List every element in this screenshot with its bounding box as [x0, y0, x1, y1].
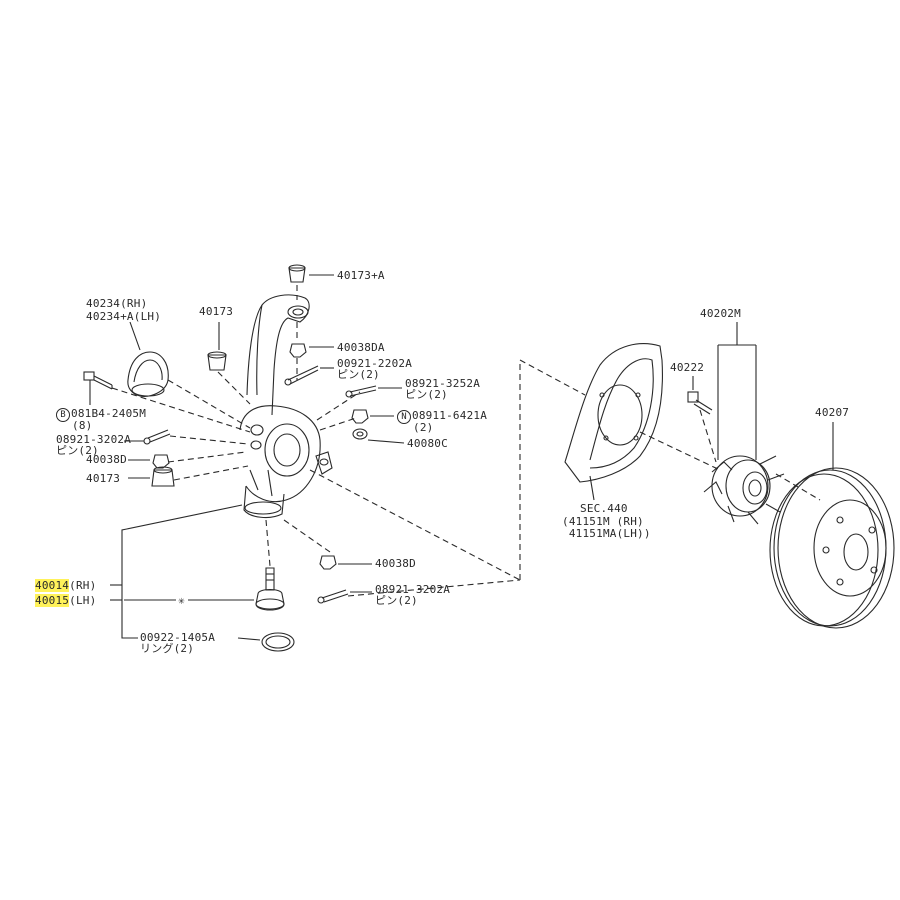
label-41151m-text: 41151M (RH) [568, 515, 644, 528]
part-number-40014: 40014 [35, 579, 70, 592]
label-41151ma-text: 41151MA(LH) [568, 527, 644, 540]
label-41151m: (41151M (RH) [562, 515, 644, 528]
snap-ring [237, 632, 295, 652]
label-40038da: 40038DA [337, 341, 385, 354]
hub-assembly [703, 322, 785, 525]
label-40015-side: (LH) [69, 594, 97, 607]
label-08911-6421a-text: 08911-6421A [412, 409, 488, 422]
nut-lower [319, 555, 372, 570]
label-00922-1405a-qty: リング(2) [140, 642, 195, 655]
label-40038d-left: 40038D [86, 453, 127, 466]
label-08921-3252a: 08921-3252A [405, 377, 481, 390]
dust-cap-top [288, 264, 334, 283]
label-08921-3202a-lower-qty: ピン(2) [375, 594, 418, 607]
label-08911-6421a-qty: (2) [413, 421, 434, 434]
nut-left [128, 454, 170, 469]
n-marker: N [397, 410, 411, 424]
cotter-pin-lower [317, 589, 372, 604]
label-41151ma: 41151MA(LH)) [568, 527, 651, 540]
label-40234-lh: 40234+A(LH) [86, 310, 162, 323]
label-40015: 40015(LH) [35, 594, 97, 607]
label-08921-3202a-qty: ピン(2) [56, 444, 99, 457]
nut-top [289, 343, 334, 358]
bolt [83, 371, 113, 405]
label-40173-lower: 40173 [86, 472, 121, 485]
bushing-upper [207, 322, 227, 371]
bushing-lower [128, 466, 175, 487]
brake-rotor [769, 422, 895, 629]
knuckle-leaders [110, 504, 243, 639]
svg-text:✳: ✳ [178, 594, 185, 607]
label-40234-rh: 40234(RH) [86, 297, 148, 310]
label-00921-2202a: 00921-2202A [337, 357, 413, 370]
label-40014-side: (RH) [69, 579, 97, 592]
label-00922-1405a: 00922-1405A [140, 631, 216, 644]
label-40038d-lower: 40038D [375, 557, 416, 570]
label-40202m: 40202M [700, 307, 741, 320]
nut-n [351, 409, 394, 424]
label-08921-3202a: 08921-3202A [56, 433, 132, 446]
label-40207: 40207 [815, 406, 850, 419]
label-081b4-qty: (8) [72, 419, 93, 432]
label-40173-upper: 40173 [199, 305, 234, 318]
hub-bolt [687, 376, 713, 415]
label-40080c: 40080C [407, 437, 448, 450]
label-00921-2202a-qty: ピン(2) [337, 368, 380, 381]
backing-plate [564, 343, 663, 501]
b-marker: B [56, 408, 70, 422]
assembly-lines [111, 285, 821, 597]
label-40014: 40014(RH) [35, 579, 97, 592]
label-08921-3202a-lower: 08921-3202A [375, 583, 451, 596]
dust-boot [127, 321, 169, 397]
label-40222: 40222 [670, 361, 705, 374]
part-number-40015: 40015 [35, 594, 70, 607]
cotter-pin-a [284, 365, 334, 386]
ball-joint: ✳ [124, 567, 285, 611]
steering-knuckle [239, 294, 333, 519]
cotter-pin-left [124, 429, 171, 445]
label-081b4-text: 081B4-2405M [71, 407, 147, 420]
washer [352, 428, 405, 444]
label-08921-3252a-qty: ピン(2) [405, 388, 448, 401]
label-40173a: 40173+A [337, 269, 385, 282]
label-sec440: SEC.440 [580, 502, 628, 515]
cotter-pin-b [345, 385, 402, 398]
